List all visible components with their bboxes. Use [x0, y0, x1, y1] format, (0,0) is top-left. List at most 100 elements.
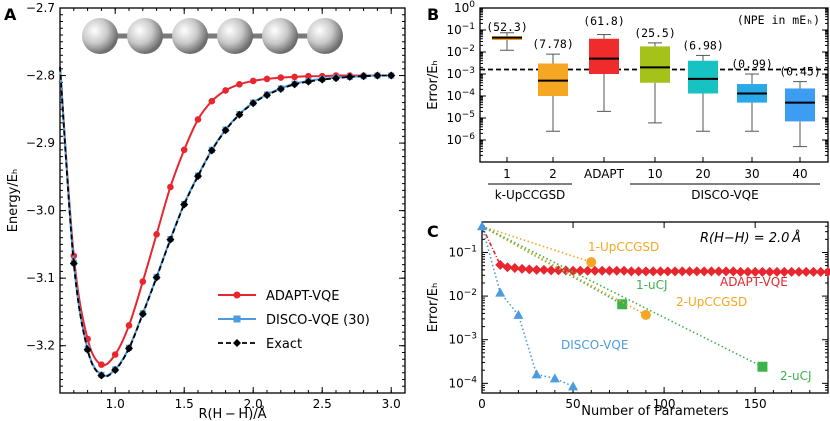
series-line-5: [481, 226, 574, 388]
y-tick-label: −3.0: [26, 204, 55, 218]
series-label-3: 2-UpCCGSD: [676, 295, 747, 309]
data-point-diamond: [207, 146, 216, 155]
data-point-triangle: [513, 309, 524, 319]
y-tick-label: 10−2: [446, 44, 475, 59]
data-point-diamond: [662, 266, 673, 277]
data-point-diamond: [801, 266, 812, 277]
data-point-diamond: [546, 265, 557, 276]
x-tick-label: 10: [647, 167, 662, 181]
data-point-circle: [305, 72, 312, 80]
series-line-square: [59, 66, 392, 377]
x-tick-label: 1.0: [106, 397, 125, 411]
x-tick-label: 100: [653, 397, 676, 411]
panel-b-letter: B: [427, 5, 439, 24]
data-point-diamond: [138, 309, 147, 318]
y-axis-label: Energy/Eₕ: [6, 169, 21, 232]
data-point-diamond: [345, 72, 354, 81]
data-point-diamond: [786, 266, 797, 277]
panel-a-letter: A: [4, 5, 17, 24]
data-point-triangle: [495, 287, 506, 297]
data-point-diamond: [304, 77, 313, 86]
legend-disco-marker: [233, 315, 241, 323]
data-point-diamond: [793, 266, 804, 277]
npe-value: (0.45): [779, 65, 821, 79]
series-line-1: [481, 225, 592, 263]
data-point-diamond: [713, 266, 724, 277]
x-tick-label: 150: [744, 397, 767, 411]
data-point-circle: [180, 146, 188, 154]
y-tick-label: 10−2: [448, 288, 477, 303]
panel-b-frame: [479, 7, 829, 163]
data-point-circle: [291, 73, 298, 81]
npe-value: (7.78): [532, 37, 574, 51]
npe-value: (61.8): [583, 14, 625, 28]
x-tick-label: 40: [792, 167, 807, 181]
box-6: [785, 88, 815, 122]
data-point-diamond: [152, 273, 161, 282]
y-tick-label: −2.7: [26, 1, 55, 15]
data-point-diamond: [823, 266, 830, 277]
data-point-diamond: [359, 72, 368, 81]
panel-a-legend: ADAPT-VQE DISCO-VQE (30) Exact: [218, 289, 370, 352]
y-tick-label: 10−6: [446, 132, 475, 147]
box-2: [589, 38, 619, 74]
data-point-diamond: [728, 266, 739, 277]
data-point-circle: [98, 361, 105, 368]
box-3: [640, 46, 670, 83]
data-point-diamond: [531, 264, 542, 275]
x-tick-label: 0: [478, 397, 486, 411]
data-point-diamond: [808, 266, 819, 277]
data-point-diamond: [290, 80, 299, 89]
data-point-diamond: [604, 265, 615, 276]
npe-value: (6.98): [682, 38, 724, 52]
y-tick-label: 10−3: [448, 332, 477, 347]
y-tick-label: 10−1: [448, 244, 477, 259]
data-point-triangle: [568, 381, 579, 391]
y-tick-label: 10−4: [448, 375, 477, 390]
data-point-diamond: [249, 99, 258, 108]
data-point-diamond: [706, 266, 717, 277]
x-tick-label: 20: [695, 167, 710, 181]
data-point-circle: [277, 74, 285, 81]
data-point-circle: [194, 116, 202, 123]
data-point-diamond: [83, 345, 92, 354]
data-point-circle: [586, 257, 597, 268]
panel-a-frame: [59, 7, 406, 394]
data-point-diamond: [69, 259, 78, 268]
data-point-diamond: [619, 265, 630, 276]
data-point-diamond: [611, 265, 622, 276]
x-tick-label: 2.5: [313, 397, 332, 411]
y-tick-label: −3.1: [26, 271, 55, 285]
data-point-square: [757, 361, 768, 372]
y-tick-label: −3.2: [26, 339, 55, 353]
legend-exact-label: Exact: [266, 337, 302, 352]
data-point-diamond: [633, 266, 644, 277]
data-point-triangle: [531, 369, 542, 379]
data-point-diamond: [538, 264, 549, 275]
series-label-2: 1-uCJ: [636, 278, 668, 292]
data-point-diamond: [670, 266, 681, 277]
data-point-diamond: [691, 266, 702, 277]
series-label-4: 2-uCJ: [780, 369, 812, 383]
data-point-diamond: [276, 85, 285, 94]
data-point-circle: [249, 77, 257, 85]
data-point-circle: [222, 87, 229, 94]
data-point-circle: [640, 309, 651, 320]
data-point-circle: [125, 322, 133, 329]
data-point-diamond: [640, 266, 651, 277]
data-point-diamond: [125, 344, 133, 353]
data-point-diamond: [263, 91, 271, 100]
series-label-0: ADAPT-VQE: [720, 275, 788, 289]
data-point-diamond: [97, 371, 106, 380]
box-4: [688, 60, 718, 94]
data-point-diamond: [318, 75, 327, 84]
data-point-triangle: [549, 373, 560, 383]
data-point-circle: [263, 75, 271, 83]
data-point-circle: [208, 97, 216, 105]
x-tick-label: 2.0: [244, 397, 263, 411]
series-line-3: [481, 225, 647, 316]
data-point-diamond: [742, 266, 753, 277]
npe-value: (52.3): [486, 20, 528, 34]
data-point-diamond: [575, 265, 586, 276]
